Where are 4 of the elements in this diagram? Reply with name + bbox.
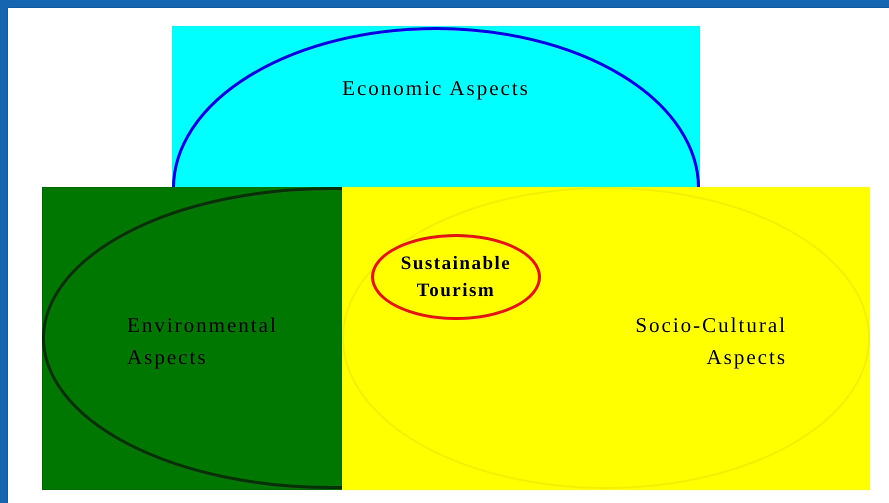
highlight-ellipse: Sustainable Tourism (371, 234, 541, 320)
region-label: Environmental Aspects (127, 312, 279, 371)
region-label: Socio-Cultural Aspects (634, 312, 787, 371)
region-label: Economic Aspects (341, 75, 531, 102)
